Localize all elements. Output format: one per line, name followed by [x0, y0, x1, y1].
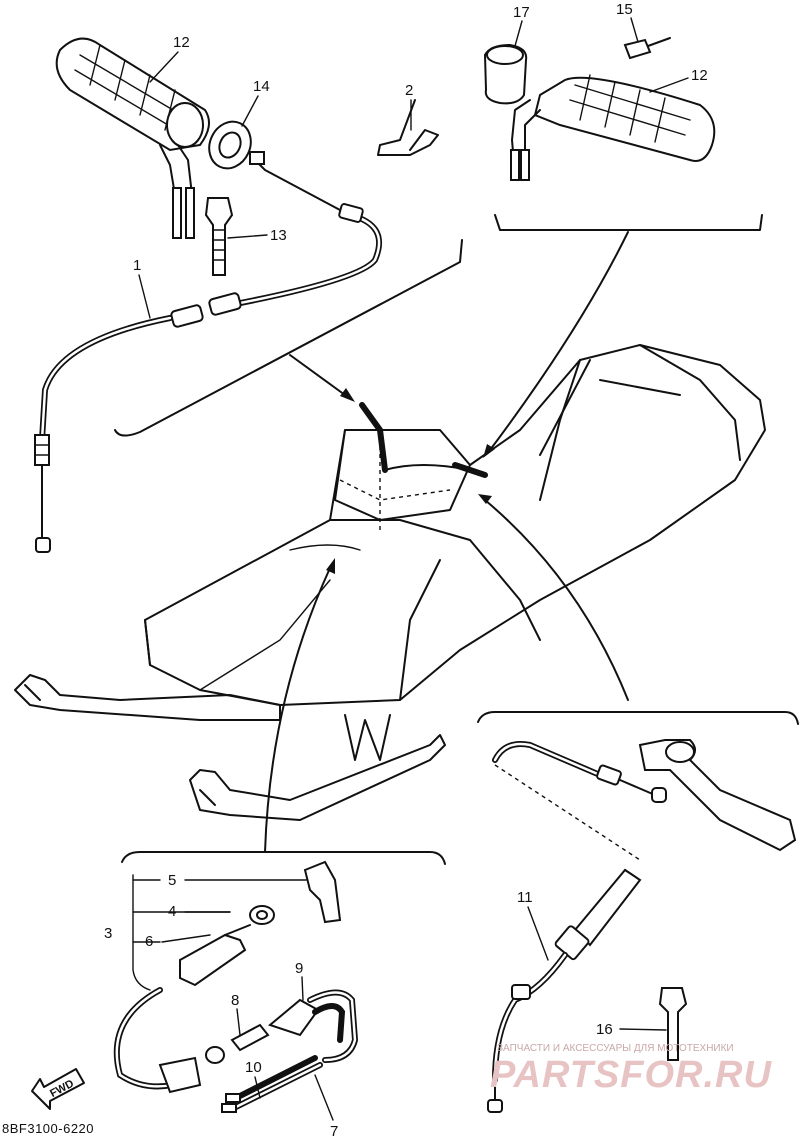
left-grip-part-12	[55, 37, 210, 239]
callout-5: 5	[168, 872, 176, 889]
fwd-arrow-icon: FWD	[31, 1068, 85, 1110]
callout-12-left: 12	[173, 34, 190, 51]
callout-11: 11	[517, 889, 533, 906]
diagram-code: 8BF3100-6220	[2, 1121, 95, 1136]
collar-part-17	[483, 43, 528, 105]
callout-16: 16	[596, 1021, 613, 1038]
callout-8: 8	[231, 992, 239, 1009]
callout-14: 14	[253, 78, 270, 95]
callout-2: 2	[405, 82, 413, 99]
right-grip-part-12	[510, 74, 716, 181]
clip-part-2	[377, 99, 439, 156]
switch-assembly-parts-3-10	[113, 860, 359, 1113]
watermark-logo: PARTSFOR.RU	[490, 1054, 772, 1096]
callout-7: 7	[330, 1123, 338, 1139]
callout-6: 6	[145, 933, 153, 950]
callout-12-right: 12	[691, 67, 708, 84]
callout-1: 1	[133, 257, 141, 274]
pointer-arrows	[264, 231, 629, 853]
strap-part-13	[204, 197, 234, 276]
brake-assembly-parts-11-16	[487, 739, 797, 1113]
ring-part-14	[208, 120, 252, 170]
callout-9: 9	[295, 960, 303, 977]
section-lines	[114, 214, 799, 865]
watermark-text: ЗАПЧАСТИ И АКСЕССУАРЫ ДЛЯ МОТОТЕХНИКИ	[497, 1043, 734, 1054]
handlebar-detail	[289, 402, 488, 551]
callouts: 12 14 2 13 1 17 15 12 5 4 3 6 9 8 10 7 1…	[104, 1, 708, 1139]
callout-3: 3	[104, 925, 112, 942]
callout-13: 13	[270, 227, 287, 244]
callout-4: 4	[168, 903, 176, 920]
callout-10: 10	[245, 1059, 262, 1076]
callout-17: 17	[513, 4, 530, 21]
callout-15: 15	[616, 1, 633, 18]
snowmobile-illustration	[14, 344, 766, 821]
fwd-label: FWD	[48, 1078, 76, 1100]
screw-part-15	[623, 37, 671, 60]
throttle-cable-part-1	[34, 151, 382, 553]
